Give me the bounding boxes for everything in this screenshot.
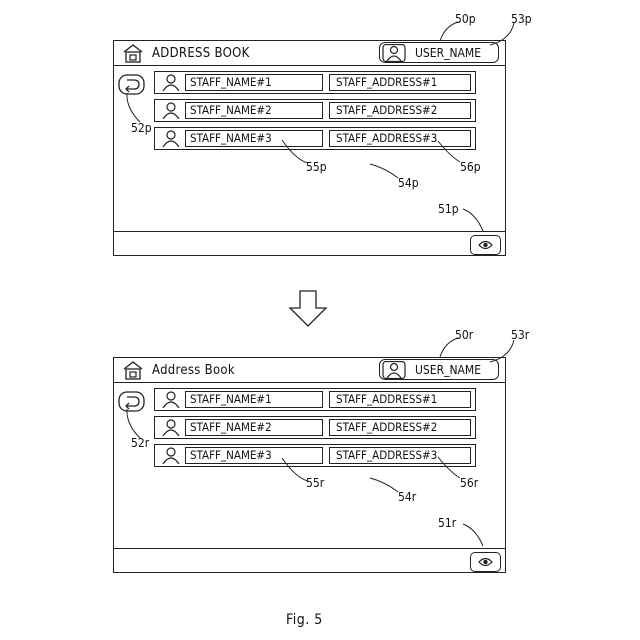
staff-address-field: STAFF_ADDRESS#2: [329, 102, 471, 119]
title-bar: ADDRESS BOOK USER_NAME: [114, 41, 505, 66]
ref-label: 55r: [306, 476, 324, 490]
ref-label: 56p: [460, 160, 481, 174]
user-icon: [382, 361, 406, 379]
home-icon[interactable]: [122, 360, 144, 380]
person-icon: [162, 74, 180, 91]
person-icon: [162, 102, 180, 119]
user-name-label: USER_NAME: [415, 363, 481, 377]
ref-label: 50r: [455, 328, 473, 342]
user-name-button[interactable]: USER_NAME: [379, 359, 499, 380]
eye-icon: [478, 556, 493, 568]
staff-address-field: STAFF_ADDRESS#1: [329, 74, 471, 91]
ref-label: 51p: [438, 202, 459, 216]
back-arrow-icon[interactable]: [118, 391, 145, 412]
list-item[interactable]: STAFF_NAME#1 STAFF_ADDRESS#1: [154, 388, 476, 411]
staff-name-field: STAFF_NAME#2: [185, 419, 323, 436]
title-bar: Address Book USER_NAME: [114, 358, 505, 383]
staff-name-field: STAFF_NAME#2: [185, 102, 323, 119]
ref-label: 52p: [131, 121, 152, 135]
staff-address-field: STAFF_ADDRESS#3: [329, 130, 471, 147]
ref-label: 52r: [131, 436, 149, 450]
ref-label: 50p: [455, 12, 476, 26]
page-title: Address Book: [152, 363, 235, 378]
person-icon: [162, 130, 180, 147]
ref-label: 51r: [438, 516, 456, 530]
staff-address-field: STAFF_ADDRESS#1: [329, 391, 471, 408]
ref-label: 53r: [511, 328, 529, 342]
ref-label: 55p: [306, 160, 327, 174]
person-icon: [162, 391, 180, 408]
ref-label: 56r: [460, 476, 478, 490]
page-title: ADDRESS BOOK: [152, 46, 250, 61]
address-book-screen-bottom: Address Book USER_NAME STAFF_NAME#1 STAF…: [113, 357, 506, 573]
home-icon[interactable]: [122, 43, 144, 63]
list-item[interactable]: STAFF_NAME#1 STAFF_ADDRESS#1: [154, 71, 476, 94]
ref-label: 53p: [511, 12, 532, 26]
list-item[interactable]: STAFF_NAME#2 STAFF_ADDRESS#2: [154, 99, 476, 122]
staff-name-field: STAFF_NAME#3: [185, 447, 323, 464]
back-arrow-icon[interactable]: [118, 74, 145, 95]
bottom-divider: [114, 548, 505, 549]
list-item[interactable]: STAFF_NAME#3 STAFF_ADDRESS#3: [154, 444, 476, 467]
user-icon: [382, 44, 406, 62]
staff-address-field: STAFF_ADDRESS#2: [329, 419, 471, 436]
staff-name-field: STAFF_NAME#3: [185, 130, 323, 147]
person-icon: [162, 447, 180, 464]
user-name-button[interactable]: USER_NAME: [379, 42, 499, 63]
person-icon: [162, 419, 180, 436]
eye-button[interactable]: [470, 235, 501, 255]
figure-caption: Fig. 5: [286, 612, 323, 628]
list-item[interactable]: STAFF_NAME#2 STAFF_ADDRESS#2: [154, 416, 476, 439]
eye-button[interactable]: [470, 552, 501, 572]
ref-label: 54r: [398, 490, 416, 504]
down-arrow-icon: [288, 290, 328, 328]
staff-name-field: STAFF_NAME#1: [185, 74, 323, 91]
bottom-divider: [114, 231, 505, 232]
address-book-screen-top: ADDRESS BOOK USER_NAME STAFF_NAME#1 STAF…: [113, 40, 506, 256]
user-name-label: USER_NAME: [415, 46, 481, 60]
ref-label: 54p: [398, 176, 419, 190]
staff-name-field: STAFF_NAME#1: [185, 391, 323, 408]
eye-icon: [478, 239, 493, 251]
list-item[interactable]: STAFF_NAME#3 STAFF_ADDRESS#3: [154, 127, 476, 150]
staff-address-field: STAFF_ADDRESS#3: [329, 447, 471, 464]
